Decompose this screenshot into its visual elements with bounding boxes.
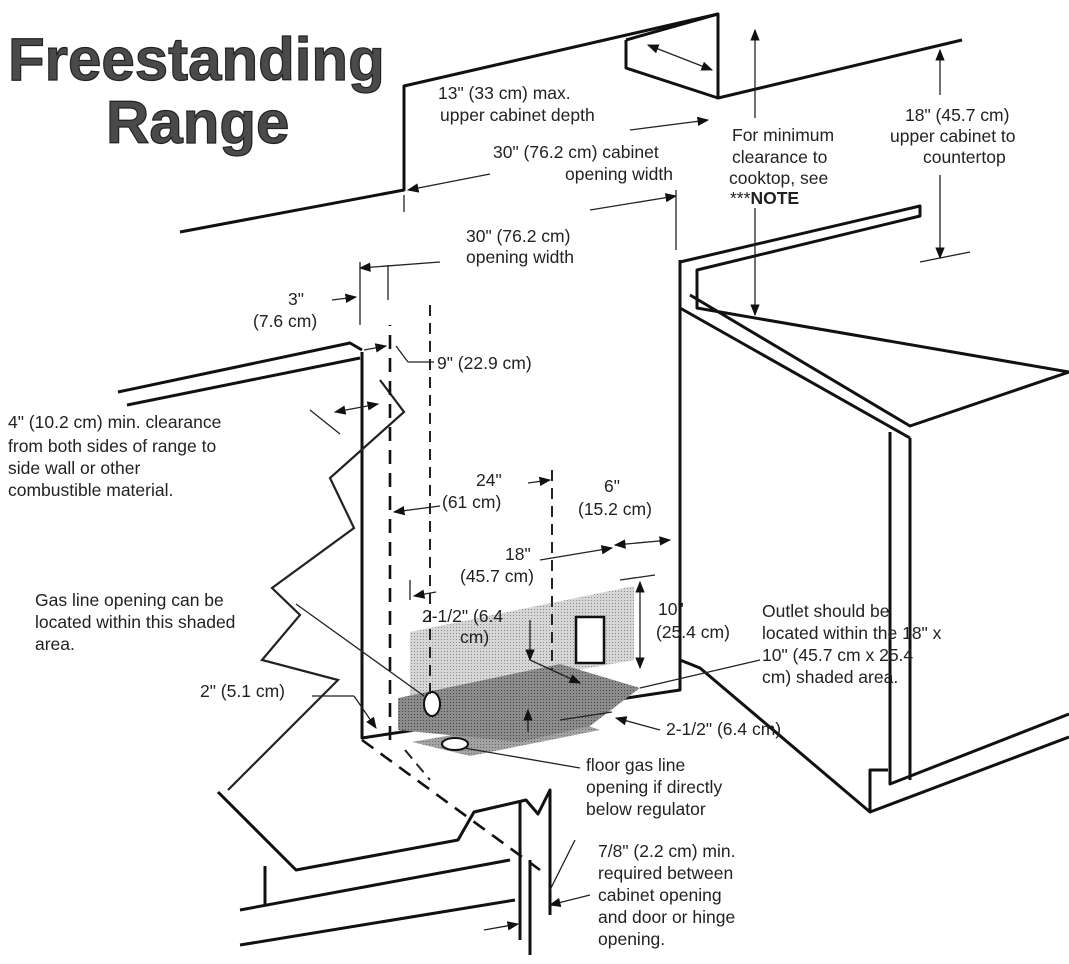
right-cabinet-outline	[678, 204, 1069, 786]
svg-text:cooktop, see: cooktop, see	[729, 168, 828, 188]
svg-text:area.: area.	[35, 634, 75, 654]
svg-text:opening.: opening.	[598, 929, 665, 949]
outlet-label: Outlet should be located within the 18" …	[762, 601, 942, 687]
upper-depth-label: 13" (33 cm) max. upper cabinet depth	[438, 83, 595, 125]
svg-text:2-1/2" (6.4: 2-1/2" (6.4	[422, 606, 503, 626]
right-cabinet-base	[679, 658, 1069, 814]
twentyfour-inch-label: 24" (61 cm)	[442, 470, 502, 512]
svg-text:located within this shaded: located within this shaded	[35, 612, 235, 632]
upper-cabinet-box	[624, 12, 719, 100]
svg-text:(45.7 cm): (45.7 cm)	[460, 566, 534, 586]
side-clearance-label: 4" (10.2 cm) min. clearance from both si…	[8, 412, 221, 500]
svg-text:combustible material.: combustible material.	[8, 480, 173, 500]
svg-text:from both sides of range to: from both sides of range to	[8, 436, 216, 456]
svg-text:cabinet opening: cabinet opening	[598, 885, 722, 905]
cabinet-width-label: 30" (76.2 cm) cabinet opening width	[493, 142, 673, 184]
gas-opening-floor	[441, 737, 469, 751]
two-half-right-label: 2-1/2" (6.4 cm)	[666, 719, 781, 739]
dimension-lines	[295, 28, 971, 931]
ten-inch-label: 10" (25.4 cm)	[656, 599, 730, 642]
opening-width-label: 30" (76.2 cm) opening width	[466, 226, 574, 267]
svg-text:6": 6"	[604, 476, 620, 496]
break-line	[227, 379, 406, 791]
gas-shaded-area	[398, 664, 640, 742]
upper-to-countertop-label: 18" (45.7 cm) upper cabinet to counterto…	[890, 105, 1016, 167]
title-line-1: Freestanding	[8, 26, 385, 93]
eighteen-inch-label: 18" (45.7 cm)	[460, 544, 534, 586]
svg-text:cm) shaded area.: cm) shaded area.	[762, 667, 898, 687]
svg-text:clearance to: clearance to	[732, 147, 827, 167]
svg-text:required between: required between	[598, 863, 733, 883]
upper-cabinet-outline	[179, 12, 963, 234]
svg-text:opening if directly: opening if directly	[586, 777, 722, 797]
min-clearance-note: For minimum clearance to cooktop, see **…	[729, 125, 834, 208]
title-line-2: Range	[106, 89, 289, 156]
svg-text:4" (10.2 cm) min. clearance: 4" (10.2 cm) min. clearance	[8, 412, 221, 432]
svg-text:cm): cm)	[460, 627, 489, 647]
svg-text:(7.6 cm): (7.6 cm)	[253, 311, 317, 331]
svg-text:located within the 18" x: located within the 18" x	[762, 623, 942, 643]
svg-text:10" (45.7 cm x 25.4: 10" (45.7 cm x 25.4	[762, 645, 913, 665]
two-half-top-label: 2-1/2" (6.4 cm)	[422, 606, 503, 647]
lower-front-cabinet	[216, 788, 552, 955]
svg-text:countertop: countertop	[923, 147, 1006, 167]
svg-text:For minimum: For minimum	[732, 125, 834, 145]
svg-text:18" (45.7 cm): 18" (45.7 cm)	[905, 105, 1009, 125]
svg-text:24": 24"	[476, 470, 502, 490]
svg-text:opening width: opening width	[565, 164, 673, 184]
two-inch-label: 2" (5.1 cm)	[200, 681, 285, 701]
svg-text:floor gas line: floor gas line	[586, 755, 685, 775]
svg-text:upper cabinet depth: upper cabinet depth	[440, 105, 595, 125]
svg-text:upper cabinet to: upper cabinet to	[890, 126, 1016, 146]
floor-gas-label: floor gas line opening if directly below…	[586, 755, 722, 819]
svg-text:(25.4 cm): (25.4 cm)	[656, 622, 730, 642]
svg-text:***NOTE: ***NOTE	[730, 188, 799, 208]
svg-text:opening width: opening width	[466, 247, 574, 267]
gas-opening-wall	[423, 691, 441, 717]
svg-text:30" (76.2 cm) cabinet: 30" (76.2 cm) cabinet	[493, 142, 659, 162]
svg-text:7/8" (2.2 cm) min.: 7/8" (2.2 cm) min.	[598, 841, 736, 861]
left-countertop	[117, 341, 363, 407]
svg-text:(61 cm): (61 cm)	[442, 492, 501, 512]
svg-text:30" (76.2 cm): 30" (76.2 cm)	[466, 226, 570, 246]
gas-opening-label: Gas line opening can be located within t…	[35, 590, 235, 654]
three-inch-label: 3" (7.6 cm)	[253, 289, 317, 331]
svg-text:below regulator: below regulator	[586, 799, 706, 819]
floor-opening-line	[404, 749, 431, 781]
svg-text:Gas line opening can be: Gas line opening can be	[35, 590, 224, 610]
seven-eighths-label: 7/8" (2.2 cm) min. required between cabi…	[598, 841, 736, 949]
outlet-shaded-area	[410, 586, 634, 700]
svg-text:13" (33 cm) max.: 13" (33 cm) max.	[438, 83, 571, 103]
nine-inch-label: 9" (22.9 cm)	[437, 353, 532, 373]
svg-text:side wall or other: side wall or other	[8, 458, 140, 478]
svg-text:and door or hinge: and door or hinge	[598, 907, 735, 927]
svg-text:18": 18"	[505, 544, 531, 564]
svg-text:Outlet should be: Outlet should be	[762, 601, 889, 621]
svg-text:10": 10"	[658, 599, 684, 619]
svg-text:(15.2 cm): (15.2 cm)	[578, 499, 652, 519]
svg-text:3": 3"	[288, 289, 304, 309]
floor-dashed-line	[361, 325, 541, 872]
six-inch-label: 6" (15.2 cm)	[578, 476, 652, 519]
outlet-box	[574, 615, 606, 665]
